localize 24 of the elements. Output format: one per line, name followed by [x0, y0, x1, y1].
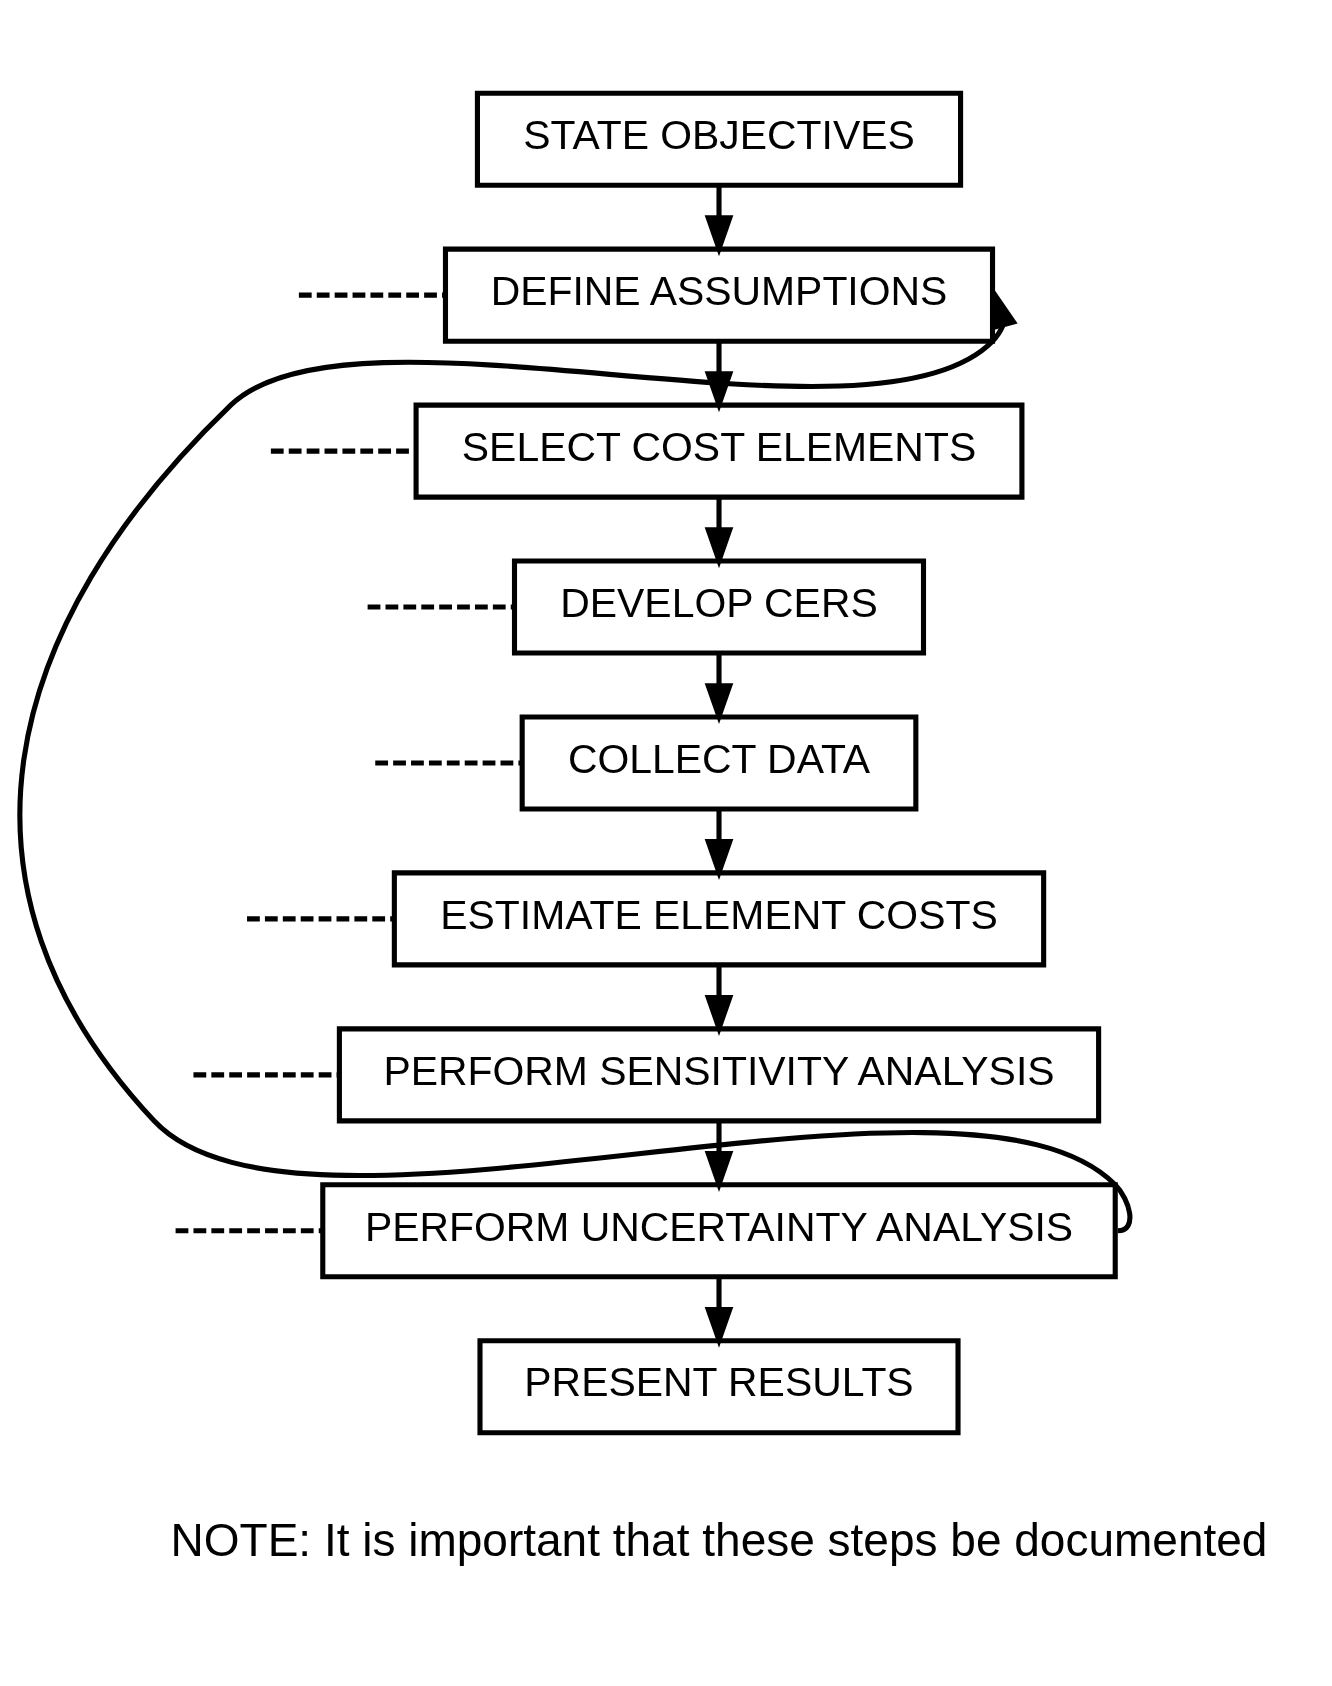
node-box: STATE OBJECTIVES — [474, 90, 964, 188]
node-box: PRESENT RESULTS — [477, 1337, 961, 1435]
arrow — [704, 184, 734, 256]
arrow — [704, 964, 734, 1036]
label: NOTE: It is important that these steps be documented — [170, 1513, 1268, 1566]
node-box: ESTIMATE ELEMENT COSTS — [391, 869, 1047, 967]
arrow — [704, 652, 734, 724]
node-box: COLLECT DATA — [519, 713, 919, 812]
node-box: SELECT COST ELEMENTS — [413, 402, 1025, 500]
node-box: PERFORM UNCERTAINTY ANALYSIS — [320, 1181, 1118, 1279]
node-box: PERFORM SENSITIVITY ANALYSIS — [336, 1025, 1102, 1123]
node-box: DEVELOP CERS — [511, 557, 927, 656]
arrow — [704, 808, 734, 880]
arrow — [704, 496, 734, 568]
connector — [247, 915, 394, 921]
node-box: DEFINE ASSUMPTIONS — [442, 246, 996, 344]
arrow — [704, 1276, 734, 1348]
connector — [175, 1227, 323, 1233]
arrow — [18, 287, 1132, 1232]
arrow — [704, 1120, 734, 1192]
connector — [193, 1071, 340, 1077]
connector — [375, 759, 522, 766]
connector — [367, 604, 515, 610]
connector — [298, 292, 445, 298]
